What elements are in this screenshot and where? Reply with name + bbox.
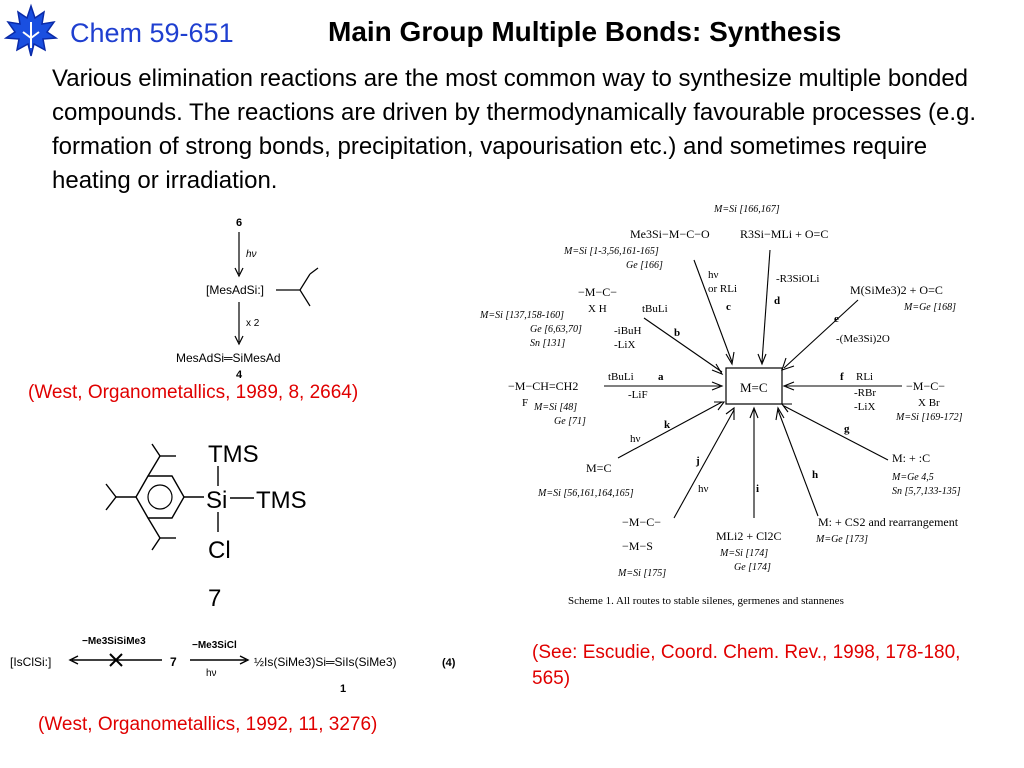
route-h: h: [812, 469, 818, 481]
equation-number: (4): [442, 657, 456, 669]
top-left-formula: Me3Si−M−C−O: [630, 227, 710, 241]
compound-label-6: 6: [236, 217, 242, 229]
forward-reagent: −Me3SiCl: [192, 640, 237, 651]
g-formula: M: + :C: [892, 451, 930, 465]
refs-left-1: M=Si [137,158-160]: [479, 310, 564, 321]
route-d: d: [774, 295, 780, 307]
disilene-product-1: ½Is(SiMe3)Si═SiIs(SiMe3): [254, 655, 397, 669]
top-right-formula: R3Si−MLi + O=C: [740, 227, 828, 241]
refs-left-3: Sn [131]: [530, 338, 565, 349]
k-formula: M=C: [586, 461, 611, 475]
refs-left-2: Ge [6,63,70]: [530, 324, 582, 335]
b-byproduct-2: -LiX: [614, 339, 635, 351]
k-refs: M=Si [56,161,164,165]: [537, 488, 634, 499]
d-reagent: -R3SiOLi: [776, 273, 819, 285]
svg-text:F: F: [522, 397, 528, 409]
scheme-1-routes: M=C M=Si [166,167] Me3Si−M−C−O R3Si−MLi …: [479, 204, 963, 607]
e-byproduct: -(Me3Si)2O: [836, 333, 890, 345]
a-byproduct: -LiF: [628, 389, 648, 401]
j-formula-2: −M−S: [622, 539, 653, 553]
f-byproduct-1: -RBr: [854, 387, 876, 399]
f-byproduct-2: -LiX: [854, 401, 875, 413]
f-refs: M=Si [169-172]: [895, 412, 963, 423]
compound-label-1: 1: [340, 683, 346, 695]
page-title: Main Group Multiple Bonds: Synthesis: [328, 16, 842, 47]
i-refs-2: Ge [174]: [734, 562, 771, 573]
route-a: a: [658, 371, 664, 383]
chloride: Cl: [208, 537, 231, 564]
center-mc: M=C: [740, 380, 768, 395]
j-refs: M=Si [175]: [617, 568, 666, 579]
route-k: k: [664, 419, 671, 431]
citation-west-1989: (West, Organometallics, 1989, 8, 2664): [28, 382, 359, 403]
svg-text:X Br: X Br: [918, 397, 940, 409]
a-refs-2: Ge [71]: [554, 416, 586, 427]
f-formula: −M−C−: [906, 379, 945, 393]
maple-leaf-icon: [3, 3, 59, 57]
c-reagent-2: or RLi: [708, 283, 737, 295]
i-formula: MLi2 + Cl2C: [716, 529, 781, 543]
g-refs-2: Sn [5,7,133-135]: [892, 486, 961, 497]
reaction-4-figure: [IsClSi:] −Me3SiSiMe3 7 −Me3SiCl hν ½Is(…: [10, 636, 456, 695]
refs-tl: M=Si [1-3,56,161-165]: [563, 246, 659, 257]
route-i: i: [756, 483, 759, 495]
silylene-intermediate: [MesAdSi:]: [206, 283, 264, 297]
silyl-chloride-structure: TMS Si TMS Cl 7: [105, 441, 307, 612]
g-refs-1: M=Ge 4,5: [891, 472, 934, 483]
e-refs: M=Ge [168]: [903, 302, 956, 313]
dimerization-condition: x 2: [246, 318, 260, 329]
f-reagent: RLi: [856, 371, 873, 383]
i-refs-1: M=Si [174]: [719, 548, 768, 559]
disilene-synthesis-figure: 6 hν [MesAdSi:] x 2 MesAdSi═SiMesAd 4: [176, 217, 319, 381]
formula-b: −M−C−: [578, 285, 617, 299]
route-f: f: [840, 371, 844, 383]
e-formula: M(SiMe3)2 + O=C: [850, 283, 943, 297]
a-formula: −M−CH=CH2: [508, 379, 578, 393]
route-b: b: [674, 327, 680, 339]
h-refs: M=Ge [173]: [815, 534, 868, 545]
route-e: e: [834, 313, 839, 325]
intro-paragraph: Various elimination reactions are the mo…: [52, 65, 977, 194]
a-reagent: tBuLi: [608, 371, 634, 383]
compound-label-7: 7: [208, 585, 221, 612]
svg-text:X H: X H: [588, 303, 607, 315]
course-code: Chem 59-651: [70, 18, 234, 48]
citation-west-1992: (West, Organometallics, 1992, 11, 3276): [38, 714, 378, 735]
j-formula-1: −M−C−: [622, 515, 661, 529]
tms-top: TMS: [208, 441, 259, 468]
citation-escudie-1998: (See: Escudie, Coord. Chem. Rev., 1998, …: [532, 642, 961, 689]
forward-condition: hν: [206, 668, 217, 679]
silicon-center: Si: [206, 487, 227, 514]
k-reagent: hν: [630, 433, 641, 445]
top-refs: M=Si [166,167]: [713, 204, 780, 215]
route-g: g: [844, 423, 850, 435]
a-refs-1: M=Si [48]: [533, 402, 577, 413]
route-c: c: [726, 301, 731, 313]
b-reagent: tBuLi: [642, 303, 668, 315]
back-reagent: −Me3SiSiMe3: [82, 636, 146, 647]
hv-condition: hν: [246, 249, 257, 260]
c-reagent-1: hν: [708, 269, 719, 281]
silylene-isclsi: [IsClSi:]: [10, 655, 51, 669]
compound-label-4: 4: [236, 369, 243, 381]
h-formula: M: + CS2 and rearrangement: [818, 515, 959, 529]
j-reagent: hν: [698, 483, 709, 495]
route-j: j: [695, 455, 700, 467]
start-compound-7: 7: [170, 655, 177, 669]
b-byproduct-1: -iBuH: [614, 325, 642, 337]
scheme-caption: Scheme 1. All routes to stable silenes, …: [568, 595, 844, 607]
refs-tl2: Ge [166]: [626, 260, 663, 271]
disilene-product: MesAdSi═SiMesAd: [176, 351, 281, 365]
tms-right: TMS: [256, 487, 307, 514]
